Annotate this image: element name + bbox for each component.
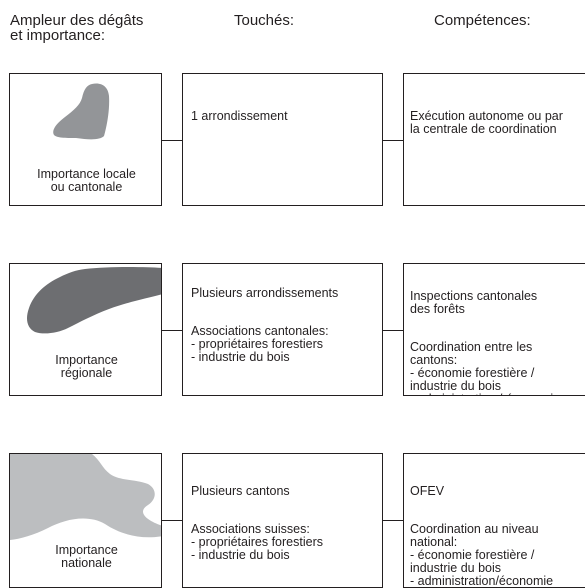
header-extent: Ampleur des dégâts et importance: (10, 12, 144, 44)
importance-label-local: Importance locale ou cantonale (37, 167, 136, 194)
connector-line (383, 140, 403, 141)
importance-label-national: Importance nationale (55, 543, 118, 570)
competences-coordination-text: Coordination au niveau national: - écono… (410, 522, 554, 588)
competences-text: Inspections cantonales des forêts (410, 289, 538, 316)
connector-line (383, 330, 403, 331)
affected-text: Plusieurs arrondissements (191, 286, 339, 300)
affected-box-1: 1 arrondissement (182, 73, 383, 206)
connector-line (162, 140, 182, 141)
competences-text: OFEV (410, 484, 445, 498)
competences-coordination-text: Coordination entre les cantons: - économ… (410, 340, 560, 396)
importance-box-regional: Importance régionale (9, 263, 162, 396)
connector-line (383, 520, 403, 521)
affected-box-2: Plusieurs arrondissements Associations c… (182, 263, 383, 396)
importance-box-local: Importance locale ou cantonale (9, 73, 162, 206)
competences-box-1: Exécution autonome ou par la centrale de… (403, 73, 585, 206)
connector-line (162, 330, 182, 331)
affected-associations-text: Associations suisses: - propriétaires fo… (191, 522, 323, 562)
competences-text: Exécution autonome ou par la centrale de… (410, 109, 563, 136)
connector-line (162, 520, 182, 521)
competences-box-2: Inspections cantonales des forêts Coordi… (403, 263, 585, 396)
affected-text: Plusieurs cantons (191, 484, 290, 498)
damage-area-regional-shape (27, 267, 161, 334)
damage-area-local-shape (53, 83, 110, 140)
header-competences: Compétences: (434, 12, 531, 29)
affected-associations-text: Associations cantonales: - propriétaires… (191, 324, 329, 364)
importance-label-regional: Importance régionale (55, 353, 118, 380)
competences-box-3: OFEV Coordination au niveau national: - … (403, 453, 585, 588)
importance-box-national: Importance nationale (9, 453, 162, 588)
header-affected: Touchés: (234, 12, 295, 29)
affected-text: 1 arrondissement (191, 109, 288, 123)
damage-area-national-shape (10, 454, 161, 540)
affected-box-3: Plusieurs cantons Associations suisses: … (182, 453, 383, 588)
